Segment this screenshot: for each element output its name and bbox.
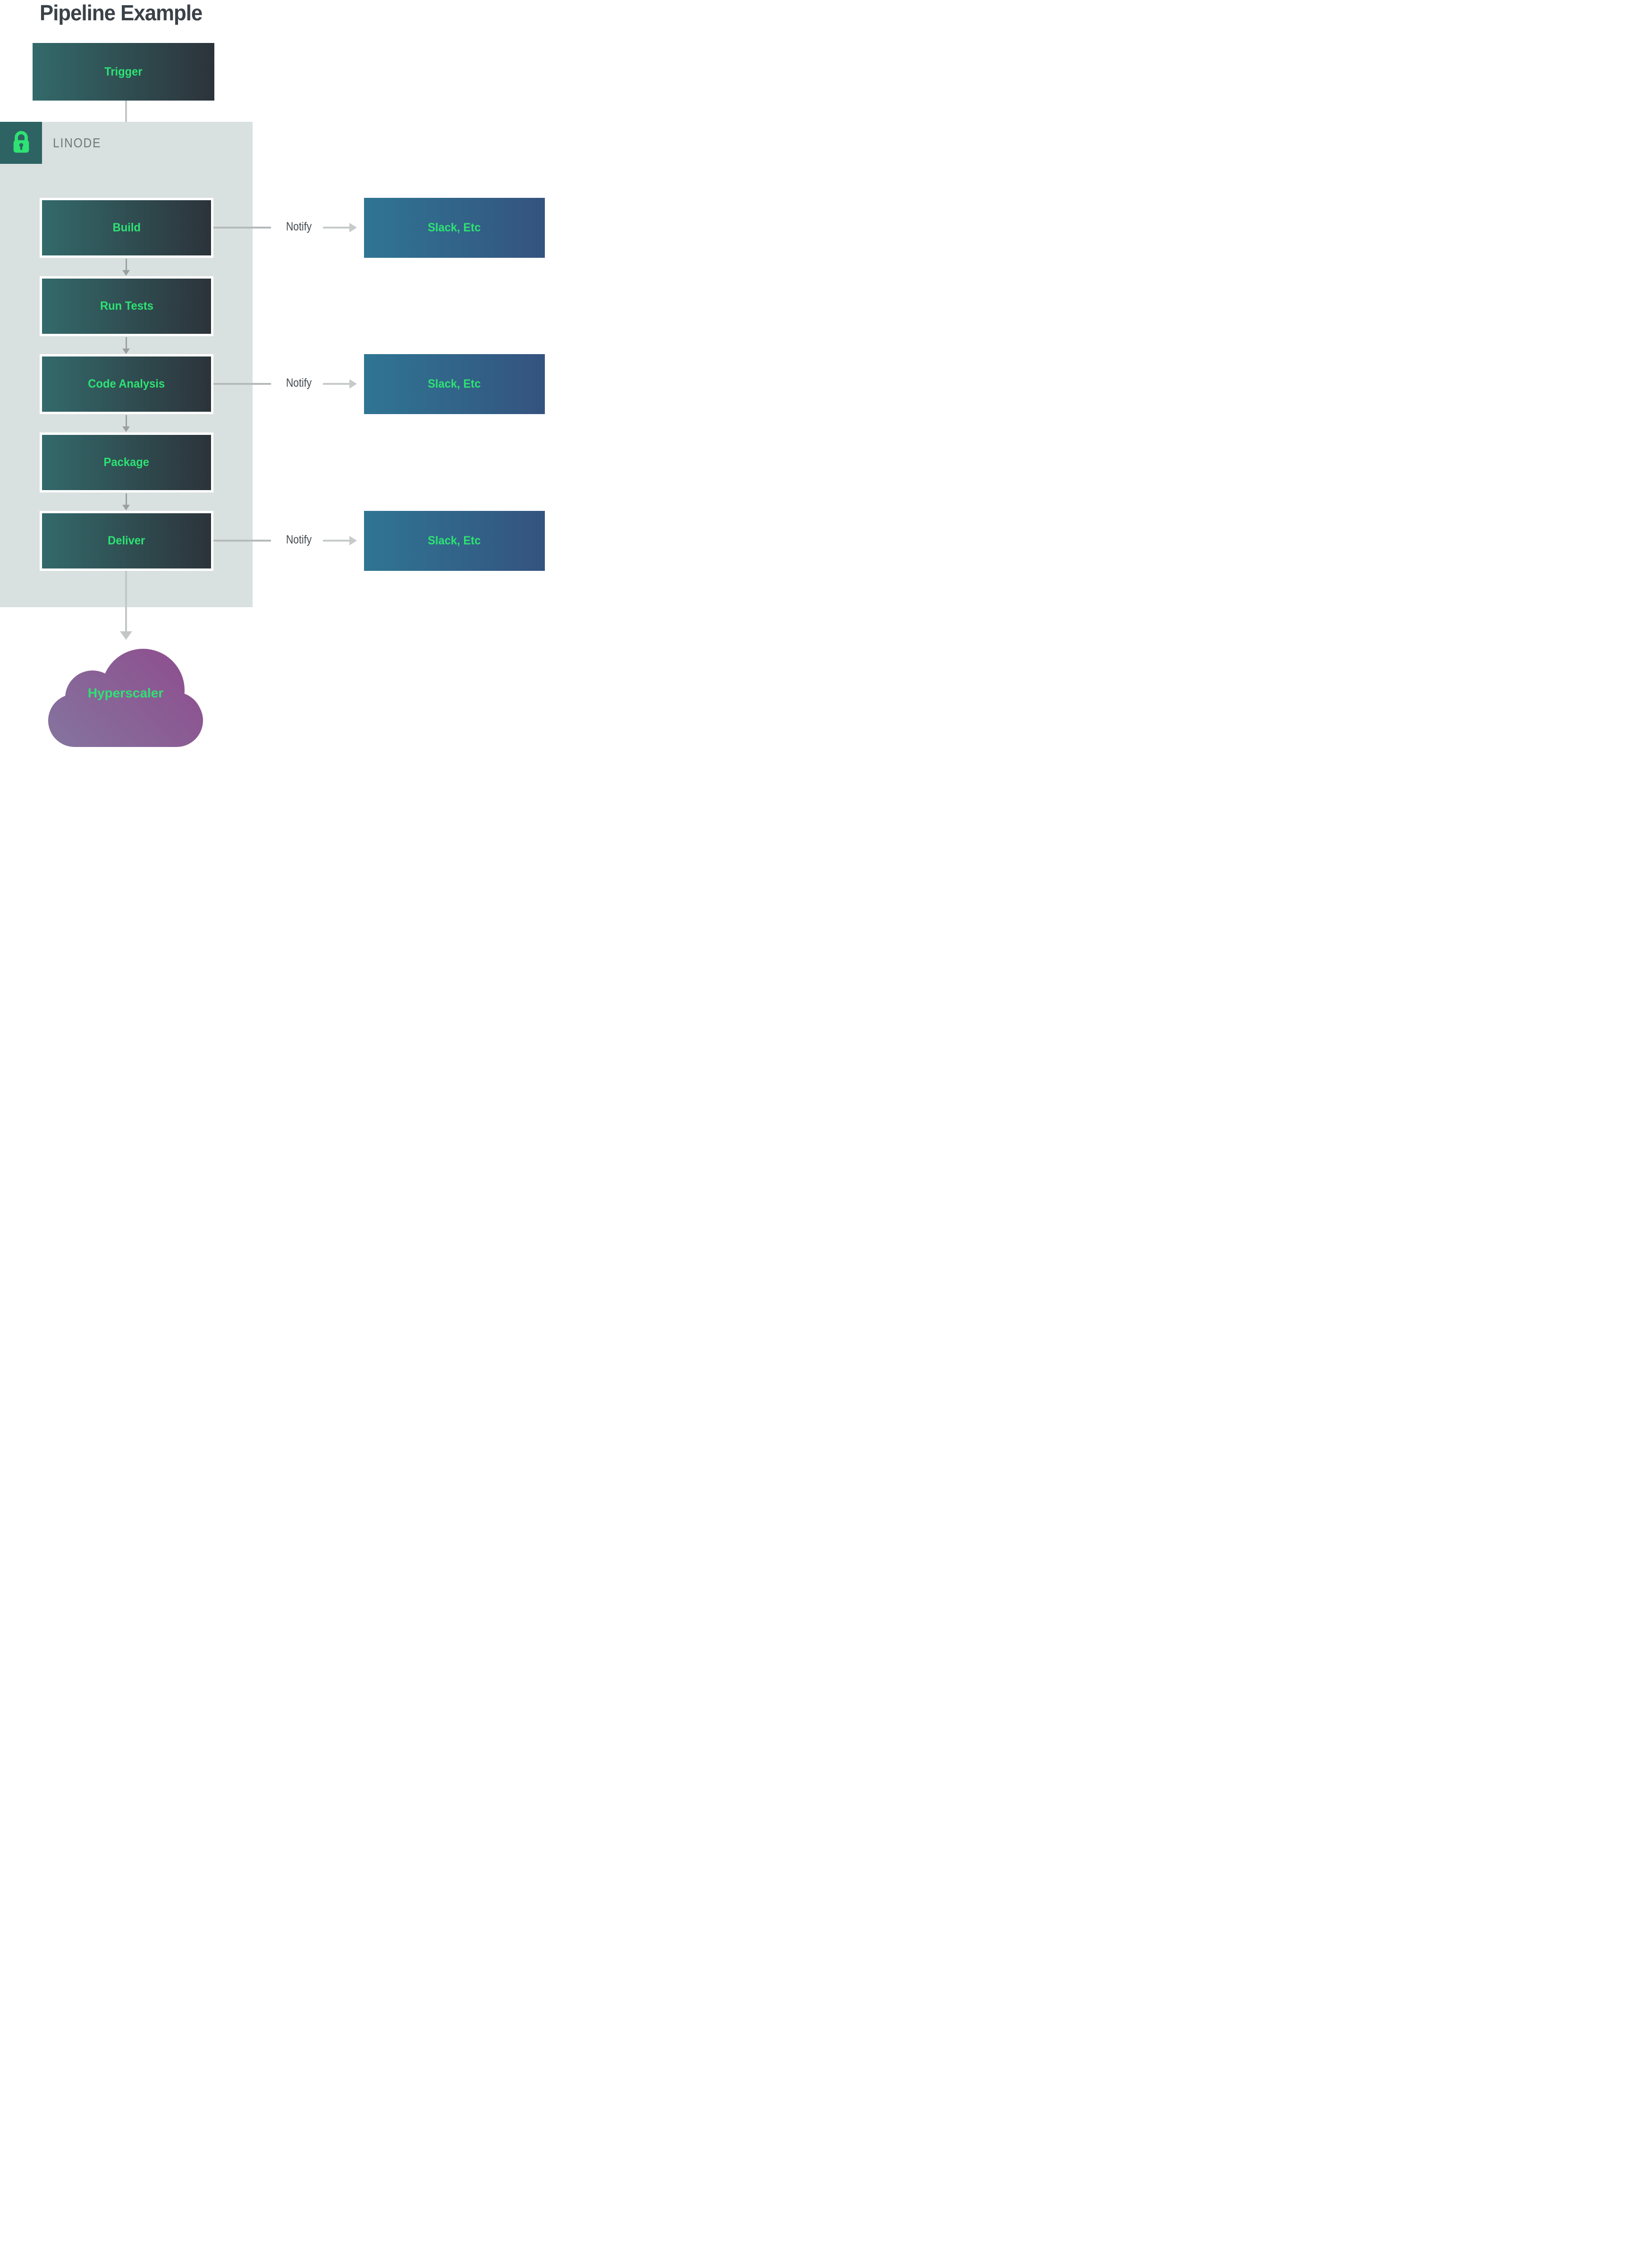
notify-line-deliver (213, 540, 271, 542)
stage-node-run-tests: Run Tests (40, 276, 213, 336)
stage-label: Package (103, 456, 150, 469)
notify-label-codeanalysis: Notify (286, 376, 312, 390)
notify-arrow-build-line (323, 227, 349, 229)
notify-line-codeanalysis (213, 383, 271, 385)
arrow-package-to-deliver-head (122, 505, 130, 510)
arrow-build-to-runtests-line (126, 259, 127, 270)
hyperscaler-cloud (45, 647, 206, 748)
stage-label: Run Tests (100, 299, 153, 313)
notify-arrow-deliver-head (349, 536, 357, 545)
notify-label-build: Notify (286, 220, 312, 233)
platform-label: LINODE (53, 135, 102, 150)
cloud-label: Hyperscaler (87, 686, 164, 700)
cloud-icon (48, 649, 203, 747)
page-title: Pipeline Example (40, 0, 203, 25)
stage-label: Deliver (108, 534, 145, 547)
stage-node-code-analysis: Code Analysis (40, 354, 213, 414)
trigger-node: Trigger (33, 43, 214, 101)
notify-arrow-codeanalysis-line (323, 383, 349, 385)
arrow-package-to-deliver-line (126, 493, 127, 505)
stage-label: Code Analysis (88, 377, 165, 390)
lock-badge (0, 122, 42, 164)
arrow-deliver-to-cloud-head (120, 631, 132, 640)
stage-node-deliver: Deliver (40, 511, 213, 571)
slack-node-codeanalysis: Slack, Etc (364, 354, 545, 414)
slack-node-deliver: Slack, Etc (364, 511, 545, 571)
stage-node-package: Package (40, 433, 213, 492)
slack-label: Slack, Etc (428, 221, 481, 234)
stage-label: Build (112, 221, 141, 234)
notify-arrow-deliver-line (323, 540, 349, 542)
notify-label-deliver: Notify (286, 533, 312, 546)
arrow-deliver-to-cloud-line (125, 571, 127, 631)
lock-icon (7, 127, 36, 159)
slack-label: Slack, Etc (428, 534, 481, 547)
arrow-build-to-runtests-head (122, 270, 130, 276)
arrow-codeanalysis-to-package-line (126, 415, 127, 426)
notify-arrow-build-head (349, 223, 357, 232)
notify-line-build (213, 227, 271, 229)
arrow-runtests-to-codeanalysis-line (126, 337, 127, 348)
slack-label: Slack, Etc (428, 377, 481, 390)
stage-node-build: Build (40, 198, 213, 258)
arrow-runtests-to-codeanalysis-head (122, 348, 130, 354)
slack-node-build: Slack, Etc (364, 198, 545, 258)
arrow-codeanalysis-to-package-head (122, 426, 130, 432)
pipeline-diagram: Pipeline Example Trigger LINODE Build Ru… (0, 0, 551, 749)
notify-arrow-codeanalysis-head (349, 379, 357, 389)
trigger-label: Trigger (104, 65, 143, 78)
